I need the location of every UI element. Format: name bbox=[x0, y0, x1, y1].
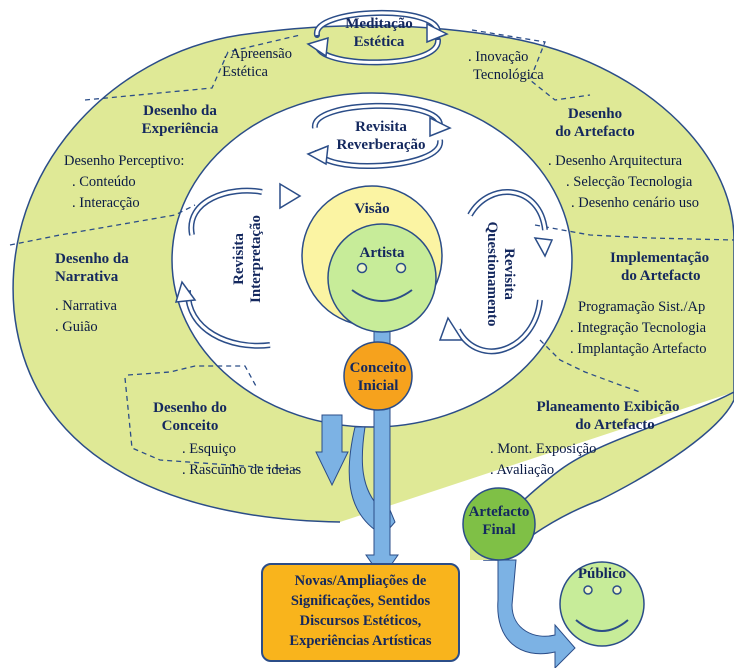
concept-item-2: . Rascunho de ideias bbox=[182, 462, 302, 478]
meditation-label-1: Meditação bbox=[345, 16, 413, 32]
experience-item-3: . Interacção bbox=[72, 195, 140, 211]
outcome-line-2: Significações, Sentidos bbox=[290, 593, 431, 609]
concept-initial-label-2: Inicial bbox=[357, 378, 399, 394]
artifact-design-title-2: do Artefacto bbox=[555, 124, 635, 140]
exhibition-title-2: do Artefacto bbox=[575, 417, 655, 433]
public-smile bbox=[575, 619, 629, 632]
exhibition-item-2: . Avaliação bbox=[490, 462, 555, 478]
artist-label: Artista bbox=[359, 245, 405, 261]
interpretation-label-1: Revisita bbox=[231, 233, 247, 285]
artist-face bbox=[327, 223, 437, 333]
big-down-arrow bbox=[315, 414, 349, 487]
final-artifact-circle bbox=[462, 487, 536, 561]
interpretation-label-2: Interpretação bbox=[248, 214, 264, 304]
meditation-loop-head-2 bbox=[306, 36, 329, 58]
narrative-item-2: . Guião bbox=[55, 319, 98, 335]
concept-initial-circle bbox=[343, 341, 413, 411]
experience-item-2: . Conteúdo bbox=[72, 174, 136, 190]
section-dividers bbox=[9, 29, 734, 471]
artifact-design-title-1: Desenho bbox=[567, 106, 623, 122]
outcome-line-1: Novas/Ampliações de bbox=[294, 573, 427, 589]
final-to-public-arrow bbox=[497, 559, 576, 668]
reverberation-label-1: Revisita bbox=[355, 119, 407, 135]
artist-eye-left bbox=[356, 262, 368, 274]
implementation-item-1: Programação Sist./Ap bbox=[578, 299, 706, 315]
implementation-title-2: do Artefacto bbox=[621, 268, 701, 284]
questioning-label-1: Revisita bbox=[501, 248, 517, 300]
artifact-design-item-3: . Desenho cenário uso bbox=[571, 195, 700, 211]
questioning-loop bbox=[455, 189, 548, 355]
interpretation-loop bbox=[184, 187, 271, 349]
artist-eye-right bbox=[395, 262, 407, 274]
concept-initial-label-1: Conceito bbox=[349, 360, 407, 376]
aesthetic-item-1: . Apreensão bbox=[223, 46, 292, 62]
outcome-box: Novas/Ampliações de Significações, Senti… bbox=[261, 563, 460, 662]
questioning-label-2: Questionamento bbox=[484, 221, 500, 327]
meditation-label-2: Estética bbox=[353, 34, 405, 50]
implementation-item-3: . Implantação Artefacto bbox=[570, 341, 707, 357]
narrative-title-2: Narrativa bbox=[55, 269, 119, 285]
narrative-title-1: Desenho da bbox=[55, 251, 129, 267]
public-eye-right bbox=[612, 585, 622, 595]
final-artifact-label-1: Artefacto bbox=[468, 504, 530, 520]
artifact-design-item-2: . Selecção Tecnologia bbox=[566, 174, 693, 190]
concept-item-1: . Esquiço bbox=[182, 441, 236, 457]
exhibition-title-1: Planeamento Exibição bbox=[536, 399, 680, 415]
innovation-item-2: Tecnológica bbox=[473, 67, 544, 83]
final-artifact-label-2: Final bbox=[482, 522, 516, 538]
reverberation-label-2: Reverberação bbox=[336, 137, 426, 153]
outcome-line-4: Experiências Artísticas bbox=[289, 633, 432, 649]
artifact-design-item-1: . Desenho Arquitectura bbox=[548, 153, 683, 169]
exhibition-item-1: . Mont. Exposição bbox=[490, 441, 597, 457]
implementation-item-2: . Integração Tecnologia bbox=[570, 320, 707, 336]
narrative-item-1: . Narrativa bbox=[55, 298, 117, 314]
concept-title-1: Desenho do bbox=[153, 400, 227, 416]
implementation-title-1: Implementação bbox=[610, 250, 710, 266]
concept-title-2: Conceito bbox=[161, 418, 219, 434]
public-eye-left bbox=[583, 585, 593, 595]
aesthetic-item-2: Estética bbox=[222, 64, 268, 80]
artist-smile bbox=[351, 289, 413, 302]
public-label: Público bbox=[577, 566, 627, 582]
experience-item-1: Desenho Perceptivo: bbox=[64, 153, 185, 169]
meditation-loop-head-1 bbox=[426, 22, 449, 44]
innovation-item-1: . Inovação bbox=[468, 49, 529, 65]
experience-title-1: Desenho da bbox=[143, 103, 217, 119]
vision-label: Visão bbox=[354, 201, 390, 217]
outcome-line-3: Discursos Estéticos, bbox=[299, 613, 422, 629]
experience-title-2: Experiência bbox=[141, 121, 219, 137]
